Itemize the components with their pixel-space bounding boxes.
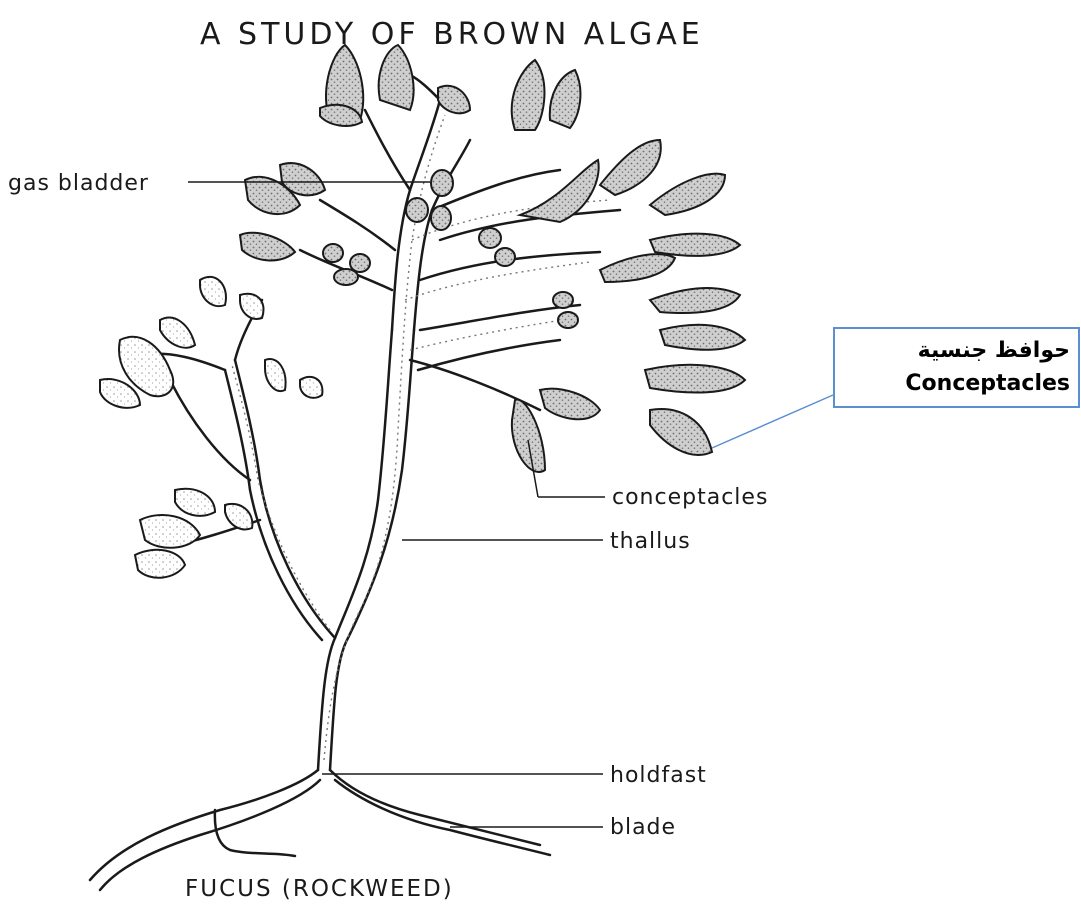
callout-connector — [712, 395, 833, 448]
callout-english: Conceptacles — [835, 367, 1070, 401]
callout-box: حوافظ جنسية Conceptacles — [833, 327, 1080, 408]
label-thallus: thallus — [610, 529, 691, 554]
label-holdfast: holdfast — [610, 763, 707, 788]
diagram-title: A STUDY OF BROWN ALGAE — [200, 17, 704, 52]
label-conceptacles: conceptacles — [612, 485, 768, 510]
thallus-body — [90, 75, 620, 890]
fronds-light — [100, 277, 322, 578]
gas-bladders — [323, 170, 578, 328]
callout-arabic: حوافظ جنسية — [835, 335, 1070, 367]
label-gas-bladder: gas bladder — [8, 171, 149, 196]
label-blade: blade — [610, 815, 676, 840]
diagram-caption: FUCUS (ROCKWEED) — [185, 876, 454, 902]
